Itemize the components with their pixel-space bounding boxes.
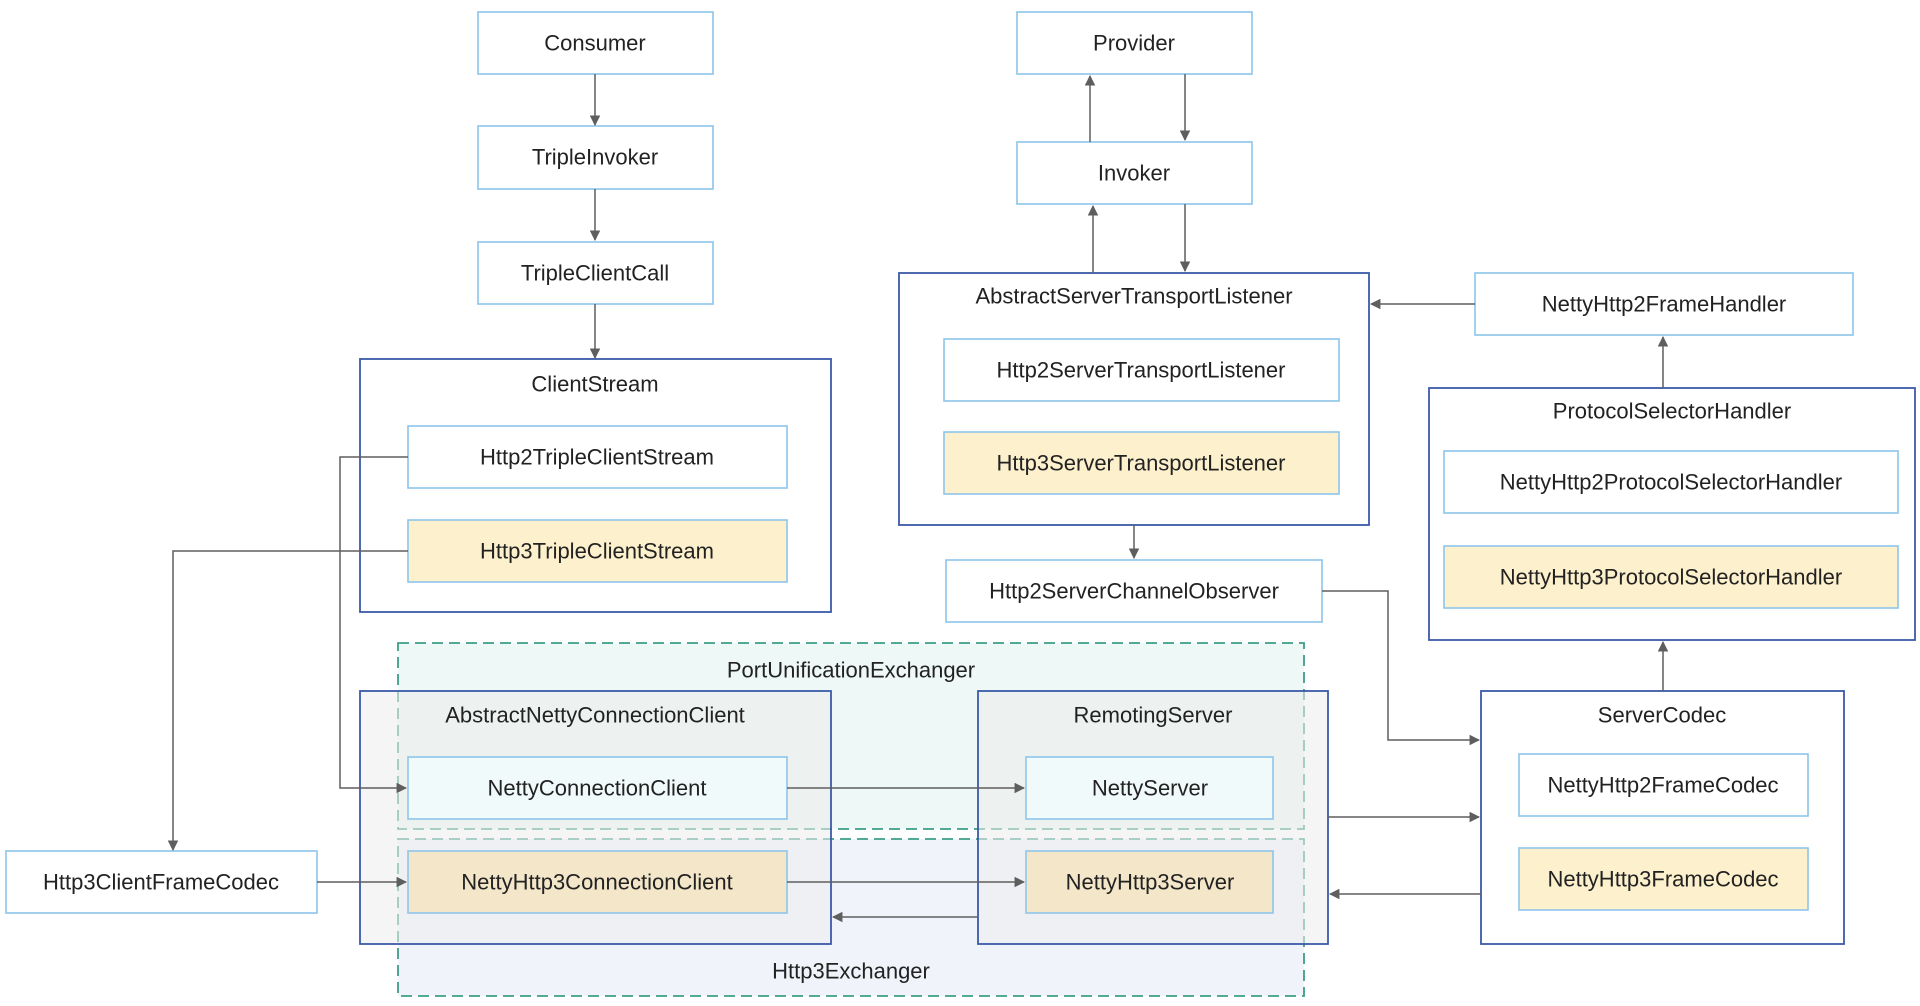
triple-invoker-node	[477, 125, 714, 190]
netty-http2-frame-codec-node	[1518, 753, 1809, 817]
netty-server-node	[1025, 756, 1274, 820]
netty-http2-frame-codec-label: NettyHttp2FrameCodec	[1547, 773, 1778, 798]
connectors	[167, 74, 1669, 923]
netty-http2-protocol-selector-handler-node	[1443, 450, 1899, 514]
consumer-label: Consumer	[544, 31, 645, 56]
netty-server-label: NettyServer	[1092, 776, 1208, 801]
abstract-netty-connection-client-group-label: AbstractNettyConnectionClient	[445, 703, 745, 728]
http2-server-channel-observer-node	[945, 559, 1323, 623]
http2-server-transport-listener-node	[943, 338, 1340, 402]
netty-connection-client-label: NettyConnectionClient	[488, 776, 707, 801]
client-stream-group-label: ClientStream	[531, 372, 658, 397]
http2-triple-client-stream-label: Http2TripleClientStream	[480, 445, 714, 470]
netty-http3-protocol-selector-handler-node	[1443, 545, 1899, 609]
netty-http2-frame-handler-label: NettyHttp2FrameHandler	[1542, 292, 1787, 317]
netty-http3-server-label: NettyHttp3Server	[1066, 870, 1235, 895]
port-unification-exchanger-label: PortUnificationExchanger	[727, 658, 975, 683]
http3-client-frame-codec-node	[5, 850, 318, 914]
edge-http2-server-channel-observer-to-server-codec	[1322, 590, 1481, 746]
http3-triple-client-stream-label: Http3TripleClientStream	[480, 539, 714, 564]
invoker-label: Invoker	[1098, 161, 1170, 186]
abstract-server-transport-listener-group-label: AbstractServerTransportListener	[975, 284, 1292, 309]
edge-http3-stream-to-http3-client-frame-codec	[167, 550, 408, 852]
invoker-node	[1016, 141, 1253, 205]
triple-client-call-label: TripleClientCall	[521, 261, 669, 286]
netty-http3-connection-client-label: NettyHttp3ConnectionClient	[461, 870, 732, 895]
http2-triple-client-stream-node	[407, 425, 788, 489]
netty-http3-connection-client-node	[407, 850, 788, 914]
triple-client-call-node	[477, 241, 714, 305]
http3-server-transport-listener-label: Http3ServerTransportListener	[997, 451, 1286, 476]
netty-http3-protocol-selector-handler-label: NettyHttp3ProtocolSelectorHandler	[1500, 565, 1842, 590]
netty-http3-frame-codec-node	[1518, 847, 1809, 911]
http2-server-channel-observer-label: Http2ServerChannelObserver	[989, 579, 1279, 604]
netty-http2-frame-handler-node	[1474, 272, 1854, 336]
http3-client-frame-codec-label: Http3ClientFrameCodec	[43, 870, 279, 895]
provider-label: Provider	[1093, 31, 1175, 56]
http3-exchanger-label: Http3Exchanger	[772, 959, 930, 984]
netty-http3-server-node	[1025, 850, 1274, 914]
protocol-selector-handler-group-label: ProtocolSelectorHandler	[1553, 399, 1791, 424]
remoting-server-group-label: RemotingServer	[1074, 703, 1233, 728]
edge-http2-stream-to-netty-connection-client	[339, 456, 408, 794]
http2-server-transport-listener-label: Http2ServerTransportListener	[997, 358, 1286, 383]
http3-server-transport-listener-node	[943, 431, 1340, 495]
netty-http2-protocol-selector-handler-label: NettyHttp2ProtocolSelectorHandler	[1500, 470, 1842, 495]
netty-connection-client-node	[407, 756, 788, 820]
provider-node	[1016, 11, 1253, 75]
netty-http3-frame-codec-label: NettyHttp3FrameCodec	[1547, 867, 1778, 892]
server-codec-group-label: ServerCodec	[1598, 703, 1726, 728]
triple-invoker-label: TripleInvoker	[532, 145, 658, 170]
http3-triple-client-stream-node	[407, 519, 788, 583]
